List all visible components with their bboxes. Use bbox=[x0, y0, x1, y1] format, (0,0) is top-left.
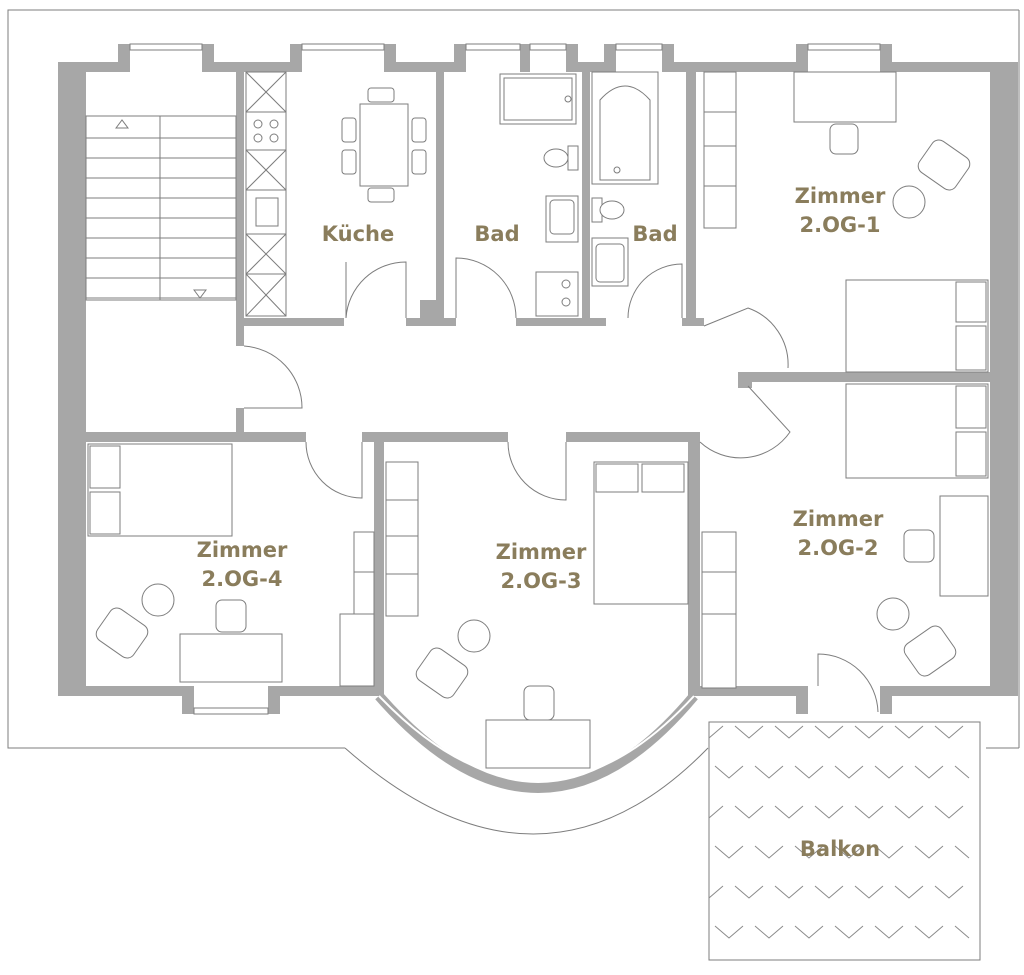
label-bad-1: Bad bbox=[474, 222, 519, 246]
label-zimmer-1-line2: 2.OG-1 bbox=[799, 213, 880, 237]
hatch-mark bbox=[874, 765, 904, 779]
hatch-mark bbox=[714, 845, 744, 859]
hatch-mark bbox=[814, 805, 844, 819]
bath2-fixtures bbox=[591, 71, 659, 287]
hatch-mark bbox=[914, 765, 944, 779]
hatch-mark bbox=[774, 885, 804, 899]
bath1-fixtures bbox=[499, 73, 579, 317]
zimmer1-furniture bbox=[703, 71, 989, 373]
outer-walls bbox=[58, 44, 1018, 714]
balcony-hatch bbox=[708, 725, 970, 939]
label-zimmer-3-line1: Zimmer bbox=[496, 540, 587, 564]
staircase bbox=[85, 115, 237, 301]
label-zimmer-2-line1: Zimmer bbox=[793, 507, 884, 531]
hatch-mark bbox=[894, 725, 924, 739]
hatch-mark bbox=[754, 765, 784, 779]
hatch-mark bbox=[934, 725, 964, 739]
hatch-mark bbox=[894, 885, 924, 899]
hatch-mark bbox=[914, 845, 944, 859]
balcony bbox=[708, 721, 981, 961]
interior-walls bbox=[58, 62, 990, 696]
zimmer2-furniture bbox=[701, 383, 989, 689]
zimmer4-furniture bbox=[87, 443, 375, 687]
hatch-mark bbox=[734, 725, 764, 739]
hatch-mark bbox=[934, 805, 964, 819]
room-labels: Küche Bad Bad Zimmer 2.OG-1 Zimmer 2.OG-… bbox=[197, 184, 886, 861]
doors bbox=[243, 257, 879, 713]
label-zimmer-4-line2: 2.OG-4 bbox=[201, 567, 282, 591]
hatch-mark bbox=[814, 885, 844, 899]
hatch-mark bbox=[914, 925, 944, 939]
hatch-mark bbox=[854, 805, 884, 819]
hatch-mark bbox=[814, 725, 844, 739]
hatch-mark bbox=[774, 725, 804, 739]
hatch-mark bbox=[954, 845, 970, 859]
label-zimmer-4-line1: Zimmer bbox=[197, 538, 288, 562]
hatch-mark bbox=[874, 845, 904, 859]
label-zimmer-3-line2: 2.OG-3 bbox=[500, 569, 581, 593]
hatch-mark bbox=[754, 925, 784, 939]
hatch-mark bbox=[794, 765, 824, 779]
hatch-mark bbox=[834, 765, 864, 779]
hatch-mark bbox=[714, 925, 744, 939]
hatch-mark bbox=[774, 805, 804, 819]
hatch-mark bbox=[734, 885, 764, 899]
hatch-mark bbox=[874, 925, 904, 939]
hatch-mark bbox=[834, 925, 864, 939]
bay-window bbox=[375, 692, 698, 793]
hatch-mark bbox=[708, 805, 724, 819]
label-zimmer-1-line1: Zimmer bbox=[795, 184, 886, 208]
label-kueche: Küche bbox=[322, 222, 395, 246]
label-zimmer-2-line2: 2.OG-2 bbox=[797, 536, 878, 560]
hatch-mark bbox=[734, 805, 764, 819]
hatch-mark bbox=[954, 765, 970, 779]
hatch-mark bbox=[794, 845, 824, 859]
hatch-mark bbox=[708, 725, 724, 739]
windows bbox=[129, 43, 881, 715]
label-balkon: Balkon bbox=[800, 837, 880, 861]
hatch-mark bbox=[708, 885, 724, 899]
site-outline bbox=[7, 9, 1020, 835]
zimmer3-furniture bbox=[385, 461, 689, 769]
hatch-mark bbox=[794, 925, 824, 939]
hatch-mark bbox=[754, 845, 784, 859]
hatch-mark bbox=[954, 925, 970, 939]
kitchen-furniture bbox=[245, 71, 427, 317]
hatch-mark bbox=[894, 805, 924, 819]
stair-steps bbox=[86, 137, 236, 299]
hatch-mark bbox=[714, 765, 744, 779]
hatch-mark bbox=[934, 885, 964, 899]
hatch-mark bbox=[834, 845, 864, 859]
hatch-mark bbox=[854, 725, 884, 739]
label-bad-2: Bad bbox=[632, 222, 677, 246]
hatch-mark bbox=[854, 885, 884, 899]
